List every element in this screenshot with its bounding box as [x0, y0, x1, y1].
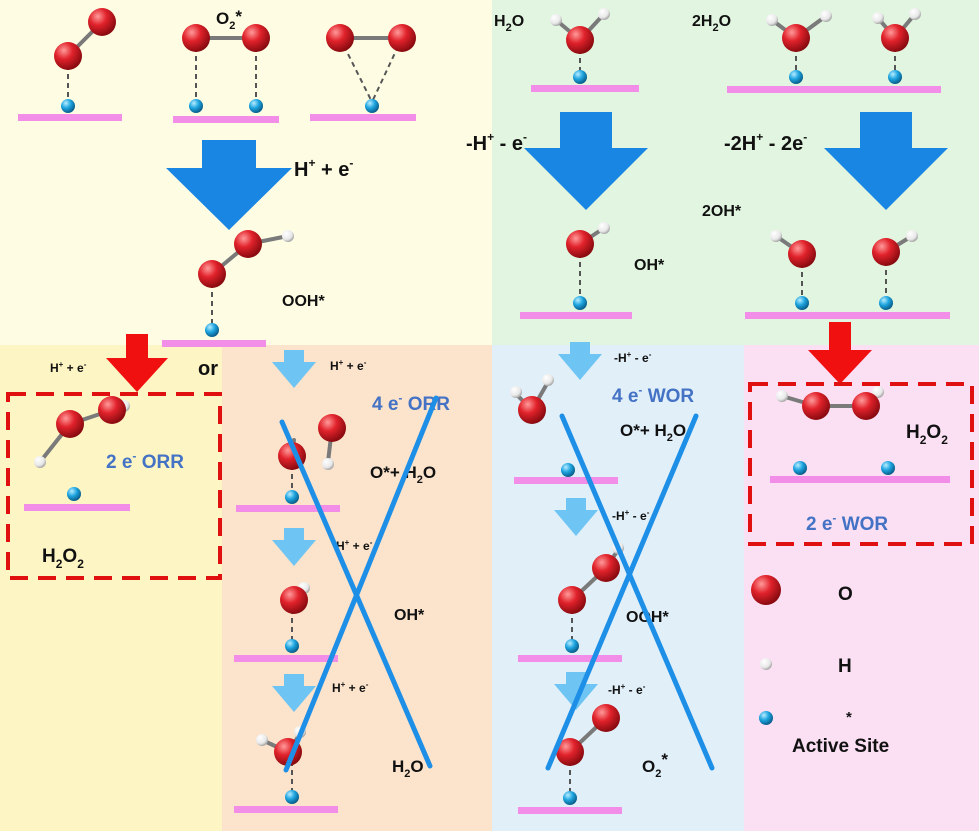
big-arrows	[166, 112, 948, 230]
label-minus-h-e-wor4-3: -H+ - e-	[608, 682, 646, 697]
legend-site-label: Active Site	[792, 736, 889, 757]
label-o2-star-wor4-product: O2*	[642, 750, 668, 780]
orr-2e-region	[0, 345, 222, 831]
red-arrow-wor	[808, 322, 872, 384]
label-4e-orr: 4 e- ORR	[372, 391, 450, 415]
legend-site-atom	[759, 711, 773, 725]
label-2h2o: 2H2O	[692, 13, 731, 34]
wor-2e-box	[748, 382, 974, 546]
label-h-plus-e-top: H+ + e-	[294, 156, 353, 181]
legend-h-atom	[760, 658, 772, 670]
label-h-plus-e-orr4-2: H+ + e-	[336, 538, 373, 553]
label-h2o2-orr: H2O2	[42, 546, 84, 571]
legend-star: *	[846, 709, 852, 726]
orr-2e-box	[6, 392, 222, 580]
label-h-plus-e-orr4-1: H+ + e-	[330, 358, 367, 373]
arrow-wor-left	[524, 112, 648, 210]
label-h-plus-e-orr4-3: H+ + e-	[332, 680, 369, 695]
arrow-wor-right	[824, 112, 948, 210]
legend-h-label: H	[838, 656, 852, 677]
arrow-orr-top	[166, 140, 292, 230]
label-2e-wor: 2 e- WOR	[806, 511, 888, 535]
label-h-plus-e-2e-orr: H+ + e-	[50, 360, 87, 375]
legend-o-atom	[751, 575, 781, 605]
label-h2o2-wor: H2O2	[906, 422, 948, 447]
cross-wor4-a	[559, 413, 715, 771]
label-minus-2h-2e: -2H+ - 2e-	[724, 130, 807, 155]
legend-o-label: O	[838, 584, 853, 605]
label-2oh-star: 2OH*	[702, 203, 742, 220]
cross-out-marks	[279, 395, 715, 773]
label-minus-h-e-top: -H+ - e-	[466, 130, 527, 155]
label-2e-orr: 2 e- ORR	[106, 449, 184, 473]
label-oh-star-top: OH*	[634, 257, 665, 274]
label-or: or	[198, 358, 218, 380]
label-ooh-star-top: OOH*	[282, 293, 325, 310]
active-sites	[61, 70, 902, 805]
label-o-star-h2o-wor: O*+ H2O	[620, 421, 686, 444]
red-arrows	[106, 322, 872, 392]
label-h2o-orr4-product: H2O	[392, 757, 424, 780]
cross-wor4-b	[545, 413, 699, 771]
label-oh-star-orr4: OH*	[394, 607, 425, 624]
cross-orr4-b	[283, 395, 439, 773]
catalyst-surfaces	[18, 85, 950, 814]
oxygen-atoms	[54, 8, 909, 766]
label-4e-wor: 4 e- WOR	[612, 383, 694, 407]
wor-2e-region	[744, 345, 979, 831]
label-minus-h-e-wor4-1: -H+ - e-	[614, 350, 652, 365]
label-minus-h-e-wor4-2: -H+ - e-	[612, 508, 650, 523]
label-h2o-top: H2O	[494, 13, 524, 34]
small-arrows	[272, 342, 602, 712]
label-o2-star: O2*	[216, 7, 242, 32]
red-arrow-orr	[106, 334, 168, 392]
